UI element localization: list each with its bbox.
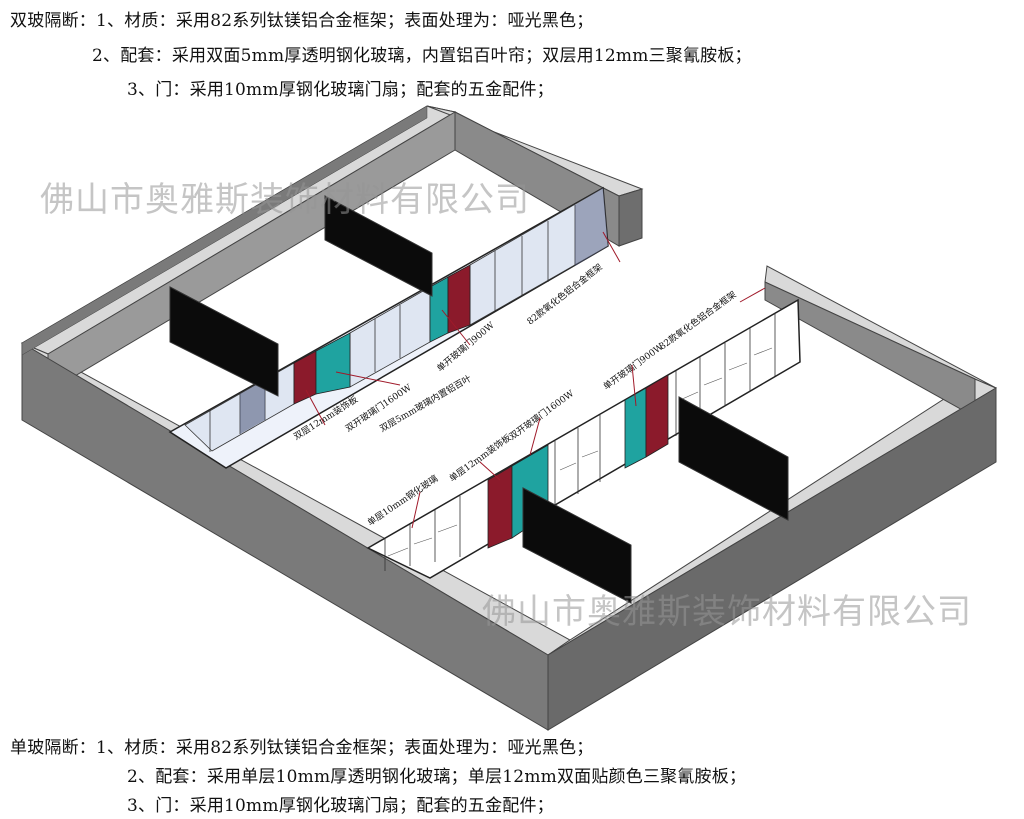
dark-board-upper-mid bbox=[324, 195, 433, 297]
dark-board-upper-left bbox=[169, 286, 279, 397]
wall-outer-right bbox=[547, 387, 997, 731]
lower-glass-reflections bbox=[387, 347, 773, 557]
upper-panel-maroon-2 bbox=[447, 264, 471, 334]
lower-panel-maroon-2 bbox=[645, 374, 669, 458]
wall-outer-back bbox=[21, 105, 428, 356]
bottom-spec-line1: 单玻隔断：1、材质：采用82系列钛镁铝合金框架；表面处理为：哑光黑色； bbox=[10, 733, 593, 758]
top-spec-item-1: 1、材质：采用82系列钛镁铝合金框架；表面处理为：哑光黑色； bbox=[96, 11, 594, 31]
top-spec-line1: 双玻隔断：1、材质：采用82系列钛镁铝合金框架；表面处理为：哑光黑色； bbox=[10, 6, 593, 31]
upper-single-door-teal bbox=[429, 276, 449, 343]
bottom-spec-item-3: 3、门：采用10mm厚钢化玻璃门扇；配套的五金配件； bbox=[127, 796, 554, 816]
upper-double-door-teal bbox=[315, 332, 351, 395]
top-spec-item-2: 2、配套：采用双面5mm厚透明钢化玻璃，内置铝百叶帘；双层用12mm三聚氰胺板； bbox=[92, 46, 752, 66]
upper-blind-shade-left bbox=[240, 380, 265, 434]
upper-blind-shade-right bbox=[575, 188, 608, 266]
dark-board-lower-right bbox=[678, 396, 789, 521]
dark-board-lower-mid bbox=[522, 487, 632, 604]
wall-top-right-end bbox=[764, 265, 997, 389]
lower-panel-maroon-1 bbox=[487, 465, 513, 549]
bottom-spec-item-1: 1、材质：采用82系列钛镁铝合金框架；表面处理为：哑光黑色； bbox=[96, 738, 594, 758]
watermark-top: 佛山市奥雅斯装饰材料有限公司 bbox=[40, 180, 530, 220]
bottom-spec-title: 单玻隔断： bbox=[10, 738, 96, 758]
label-leader-lines bbox=[305, 231, 766, 529]
wall-face-back-end bbox=[618, 188, 643, 247]
top-spec-item-3: 3、门：采用10mm厚钢化玻璃门扇；配套的五金配件； bbox=[127, 80, 554, 100]
top-spec-title: 双玻隔断： bbox=[10, 11, 96, 31]
bottom-spec-item-2: 2、配套：采用单层10mm厚透明钢化玻璃；单层12mm双面贴颜色三聚氰胺板； bbox=[127, 767, 747, 787]
watermark-bottom: 佛山市奥雅斯装饰材料有限公司 bbox=[482, 592, 972, 632]
